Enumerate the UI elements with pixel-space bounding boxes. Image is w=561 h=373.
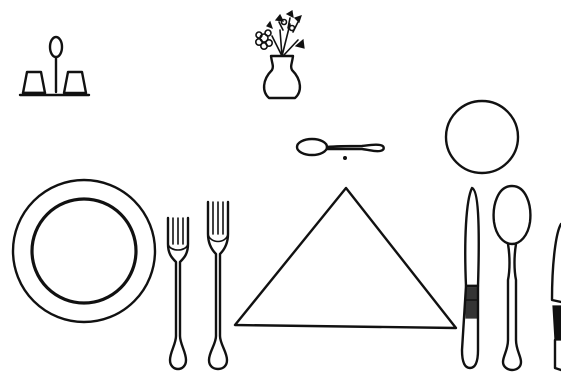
dinner-plate-icon [13, 180, 155, 322]
dinner-fork-icon [208, 202, 228, 369]
bread-plate-icon [446, 101, 518, 173]
salad-fork-icon [168, 218, 188, 369]
butter-knife-partial-icon [552, 224, 561, 370]
dessert-spoon-icon [297, 139, 384, 159]
knife-icon [462, 188, 479, 368]
soup-spoon-icon [494, 186, 531, 370]
folded-napkin-icon [235, 188, 456, 328]
flower-vase-icon [256, 11, 304, 98]
salt-and-pepper-shakers-icon [20, 37, 89, 95]
